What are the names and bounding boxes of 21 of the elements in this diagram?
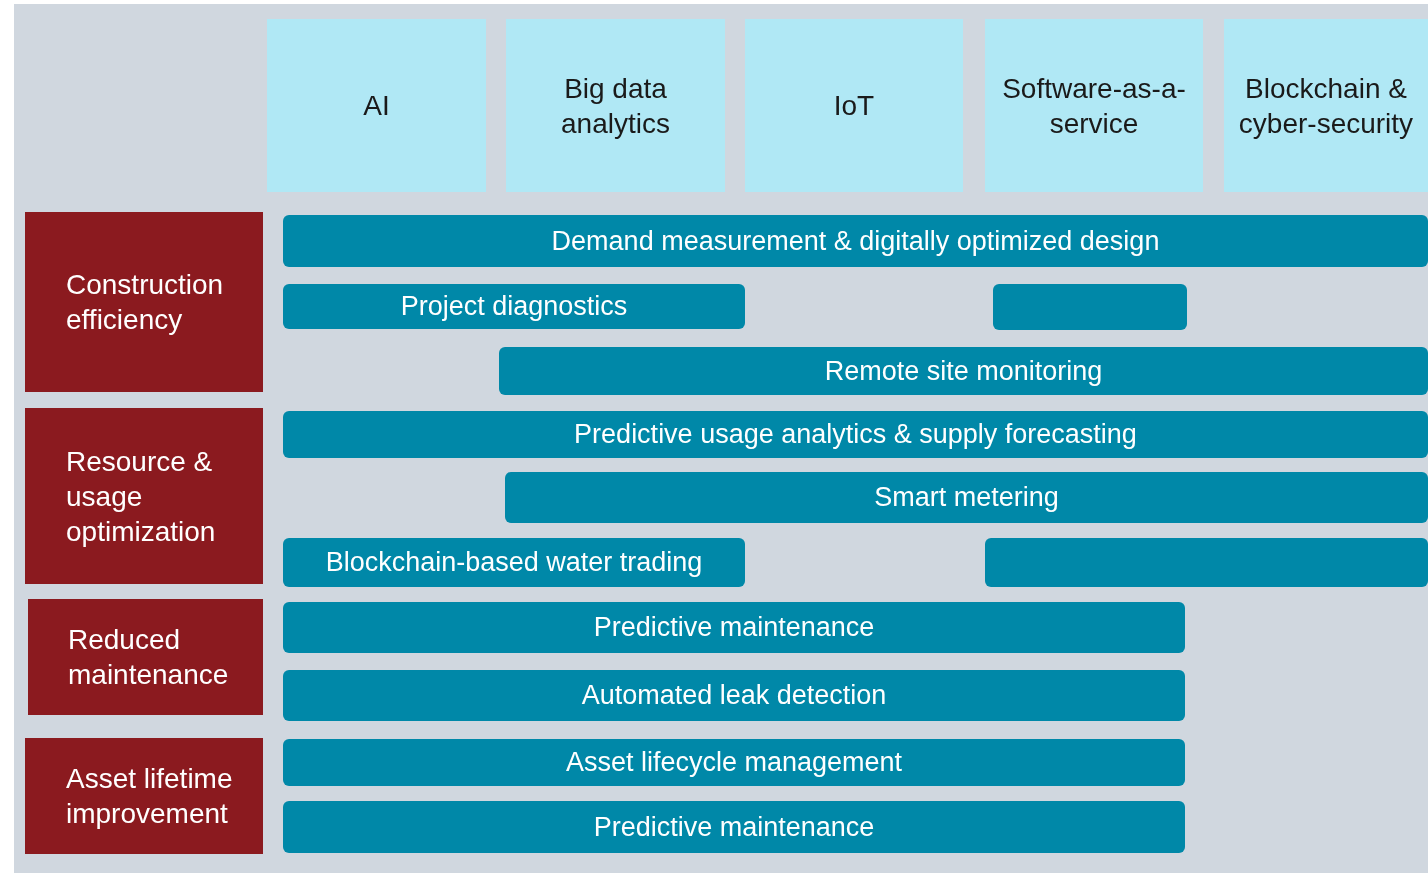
row-header: Reduced maintenance [28, 599, 263, 715]
capability-bar: Project diagnostics [283, 284, 745, 329]
column-header: AI [267, 19, 486, 192]
row-header: Resource & usage optimization [25, 408, 263, 584]
row-header: Construction efficiency [25, 212, 263, 392]
capability-bar: Blockchain-based water trading [283, 538, 745, 587]
row-header: Asset lifetime improvement [25, 738, 263, 854]
column-header: IoT [745, 19, 963, 192]
column-header: Big data analytics [506, 19, 725, 192]
capability-bar: Asset lifecycle management [283, 739, 1185, 786]
capability-bar: Smart metering [505, 472, 1428, 523]
capability-bar: Remote site monitoring [499, 347, 1428, 395]
capability-bar [985, 538, 1428, 587]
capability-bar: Predictive usage analytics & supply forecasting [283, 411, 1428, 458]
column-header: Software-as-a-service [985, 19, 1203, 192]
capability-bar: Predictive maintenance [283, 801, 1185, 853]
capability-bar: Predictive maintenance [283, 602, 1185, 653]
capability-bar: Demand measurement & digitally optimized design [283, 215, 1428, 267]
capability-bar: Automated leak detection [283, 670, 1185, 721]
column-header: Blockchain & cyber-security [1224, 19, 1428, 192]
capability-bar [993, 284, 1187, 330]
